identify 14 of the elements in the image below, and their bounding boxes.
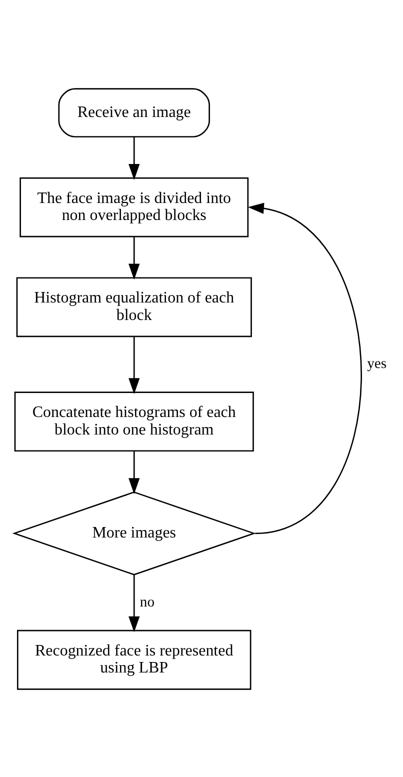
arrow xyxy=(247,202,362,534)
node-box: The face image is divided into non overlapped blocks xyxy=(19,176,248,237)
node-diamond: More images xyxy=(12,490,256,575)
node-box: Receive an image xyxy=(58,88,210,137)
arrow xyxy=(128,450,140,494)
arrow xyxy=(128,236,140,280)
node-box: Recognized face is represented using LBP xyxy=(16,629,251,690)
arrow xyxy=(128,574,140,632)
edge-label: no xyxy=(139,594,154,610)
arrow xyxy=(128,336,140,394)
node-box: Concatenate histograms of each block into one histogram xyxy=(14,391,254,452)
edge-label: yes xyxy=(366,356,386,372)
arrow xyxy=(128,136,140,180)
node-box: Histogram equalization of each block xyxy=(16,276,252,337)
